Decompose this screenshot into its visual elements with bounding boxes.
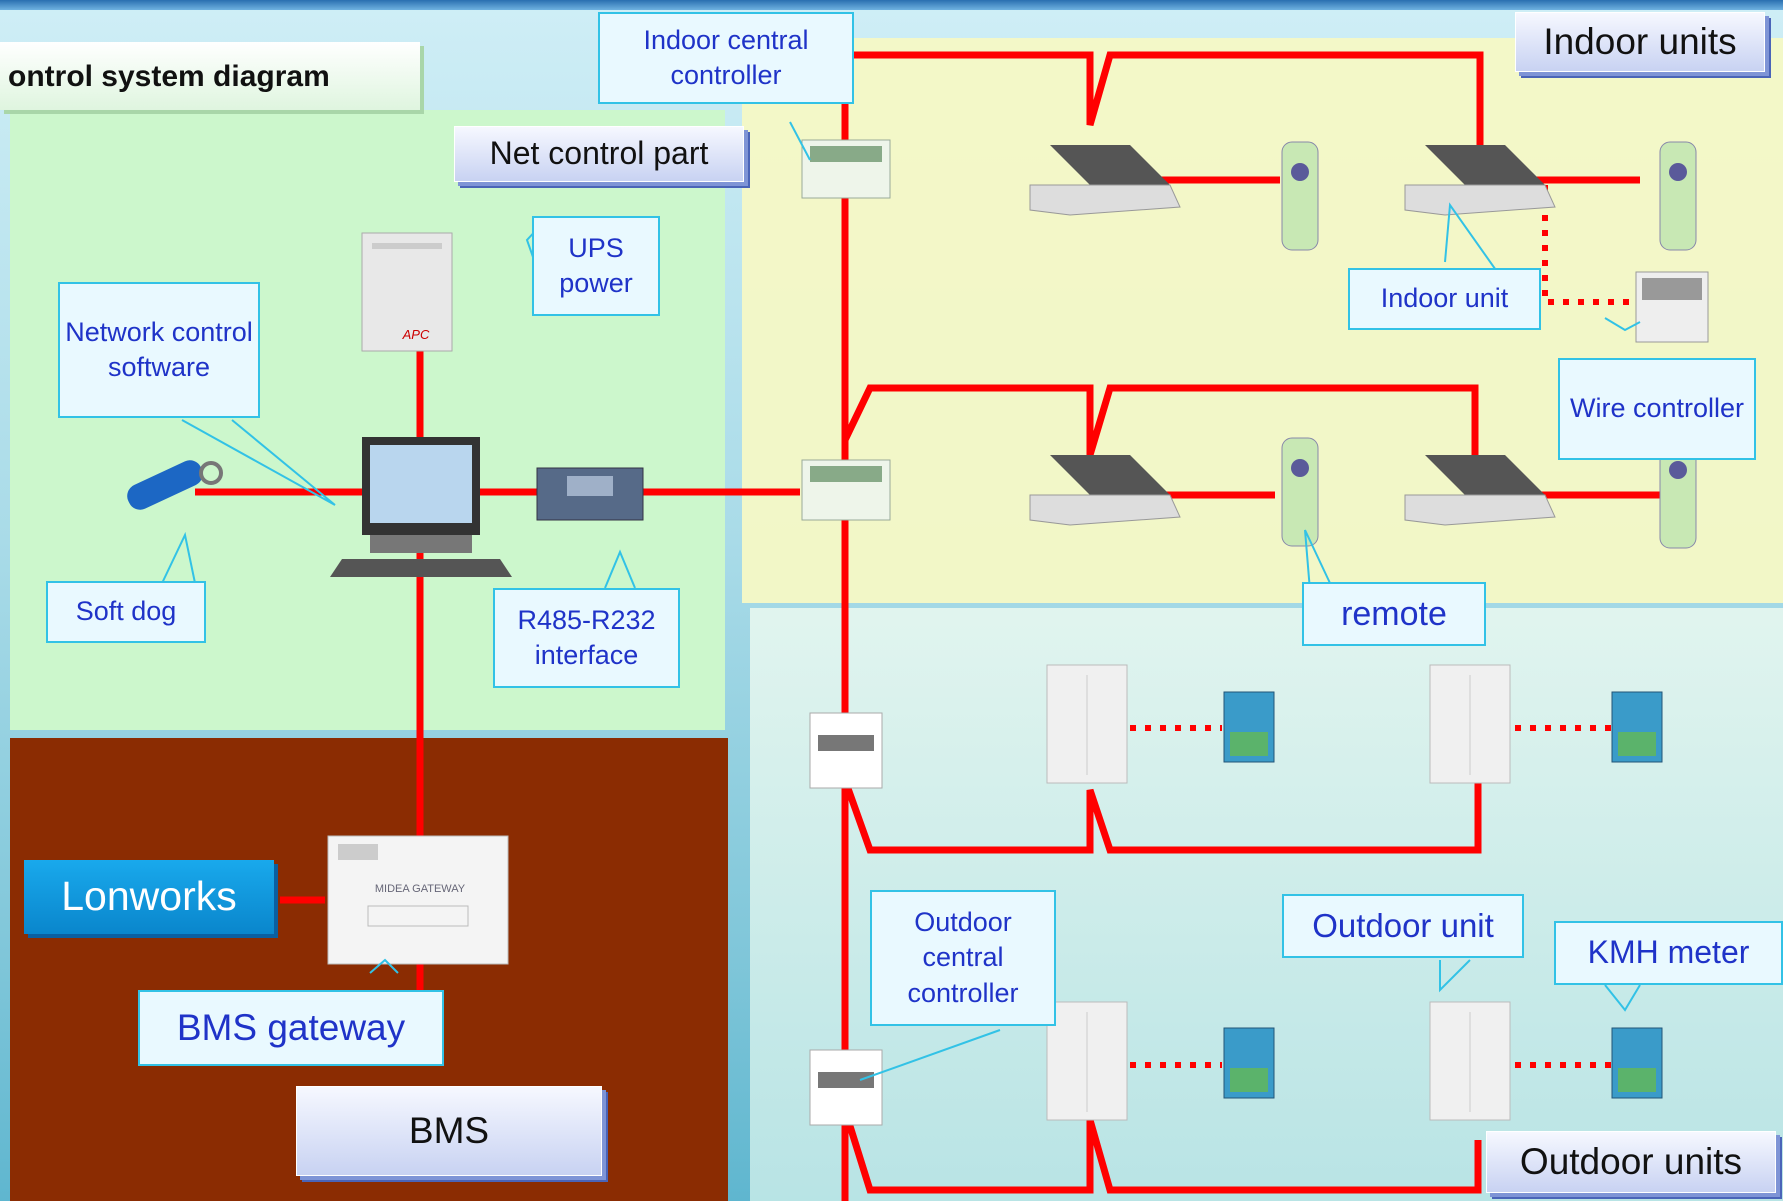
remote-icon bbox=[1281, 141, 1319, 251]
outdoor-loop-1-wire bbox=[841, 745, 1482, 854]
dotted-links bbox=[1130, 185, 1640, 1068]
callout-outdoor-central-controller: Outdoor central controller bbox=[870, 890, 1056, 1026]
bms-gateway-icon bbox=[327, 835, 509, 965]
outdoor-unit-icon bbox=[1046, 1001, 1128, 1121]
callout-indoor-central-controller: Indoor central controller bbox=[598, 12, 854, 104]
outdoor-loop-2-wire bbox=[841, 1108, 1482, 1194]
callout-outdoor-unit: Outdoor unit bbox=[1282, 894, 1524, 958]
remote-icon bbox=[1659, 141, 1697, 251]
wire-controller-icon bbox=[1635, 271, 1709, 343]
section-bms: BMS bbox=[296, 1086, 602, 1176]
indoor-unit-icon bbox=[1404, 145, 1556, 216]
callout-bms-gateway: BMS gateway bbox=[138, 990, 444, 1066]
outdoor-unit-icon bbox=[1429, 664, 1511, 784]
top-bar bbox=[0, 0, 1783, 10]
computer-icon bbox=[330, 437, 512, 577]
lonworks-label: Lonworks bbox=[24, 860, 274, 934]
section-net-control: Net control part bbox=[454, 126, 744, 182]
callout-remote: remote bbox=[1302, 582, 1486, 646]
indoor-unit-icon bbox=[1029, 145, 1181, 216]
diagram-title: ontrol system diagram bbox=[0, 42, 420, 110]
indoor-central-controller-icon bbox=[801, 459, 891, 521]
callout-indoor-unit: Indoor unit bbox=[1348, 268, 1541, 330]
wire-controller-dotted-link bbox=[1542, 185, 1640, 305]
callout-wire-controller: Wire controller bbox=[1558, 358, 1756, 460]
callout-soft-dog: Soft dog bbox=[46, 581, 206, 643]
callout-kmh-meter: KMH meter bbox=[1554, 921, 1783, 985]
remote-icon bbox=[1281, 437, 1319, 547]
indoor-unit-icon bbox=[1404, 455, 1556, 526]
kmh-meter-icon bbox=[1611, 1027, 1663, 1099]
outdoor-unit-icon bbox=[1046, 664, 1128, 784]
outdoor-central-controller-icon bbox=[809, 712, 883, 789]
indoor-loop-2-wire bbox=[841, 384, 1479, 457]
indoor-loop-1-wire bbox=[845, 51, 1484, 175]
indoor-central-controller-icon bbox=[801, 139, 891, 199]
kmh-meter-icon bbox=[1611, 691, 1663, 763]
indoor-unit-icon bbox=[1029, 455, 1181, 526]
gateway-name: MIDEA GATEWAY bbox=[374, 882, 466, 895]
callout-ups-power: UPS power bbox=[532, 216, 660, 316]
interface-adapter-icon bbox=[536, 467, 644, 521]
section-outdoor-units: Outdoor units bbox=[1486, 1131, 1776, 1193]
outdoor-central-controller-icon bbox=[809, 1049, 883, 1126]
ups-brand: APC bbox=[402, 326, 430, 342]
callout-r485-r232-interface: R485-R232 interface bbox=[493, 588, 680, 688]
ups-icon bbox=[361, 232, 453, 352]
outdoor-unit-icon bbox=[1429, 1001, 1511, 1121]
section-indoor-units: Indoor units bbox=[1515, 12, 1765, 72]
callout-network-control-software: Network control software bbox=[58, 282, 260, 418]
kmh-meter-icon bbox=[1223, 691, 1275, 763]
soft-dog-icon bbox=[127, 460, 223, 510]
kmh-meter-icon bbox=[1223, 1027, 1275, 1099]
